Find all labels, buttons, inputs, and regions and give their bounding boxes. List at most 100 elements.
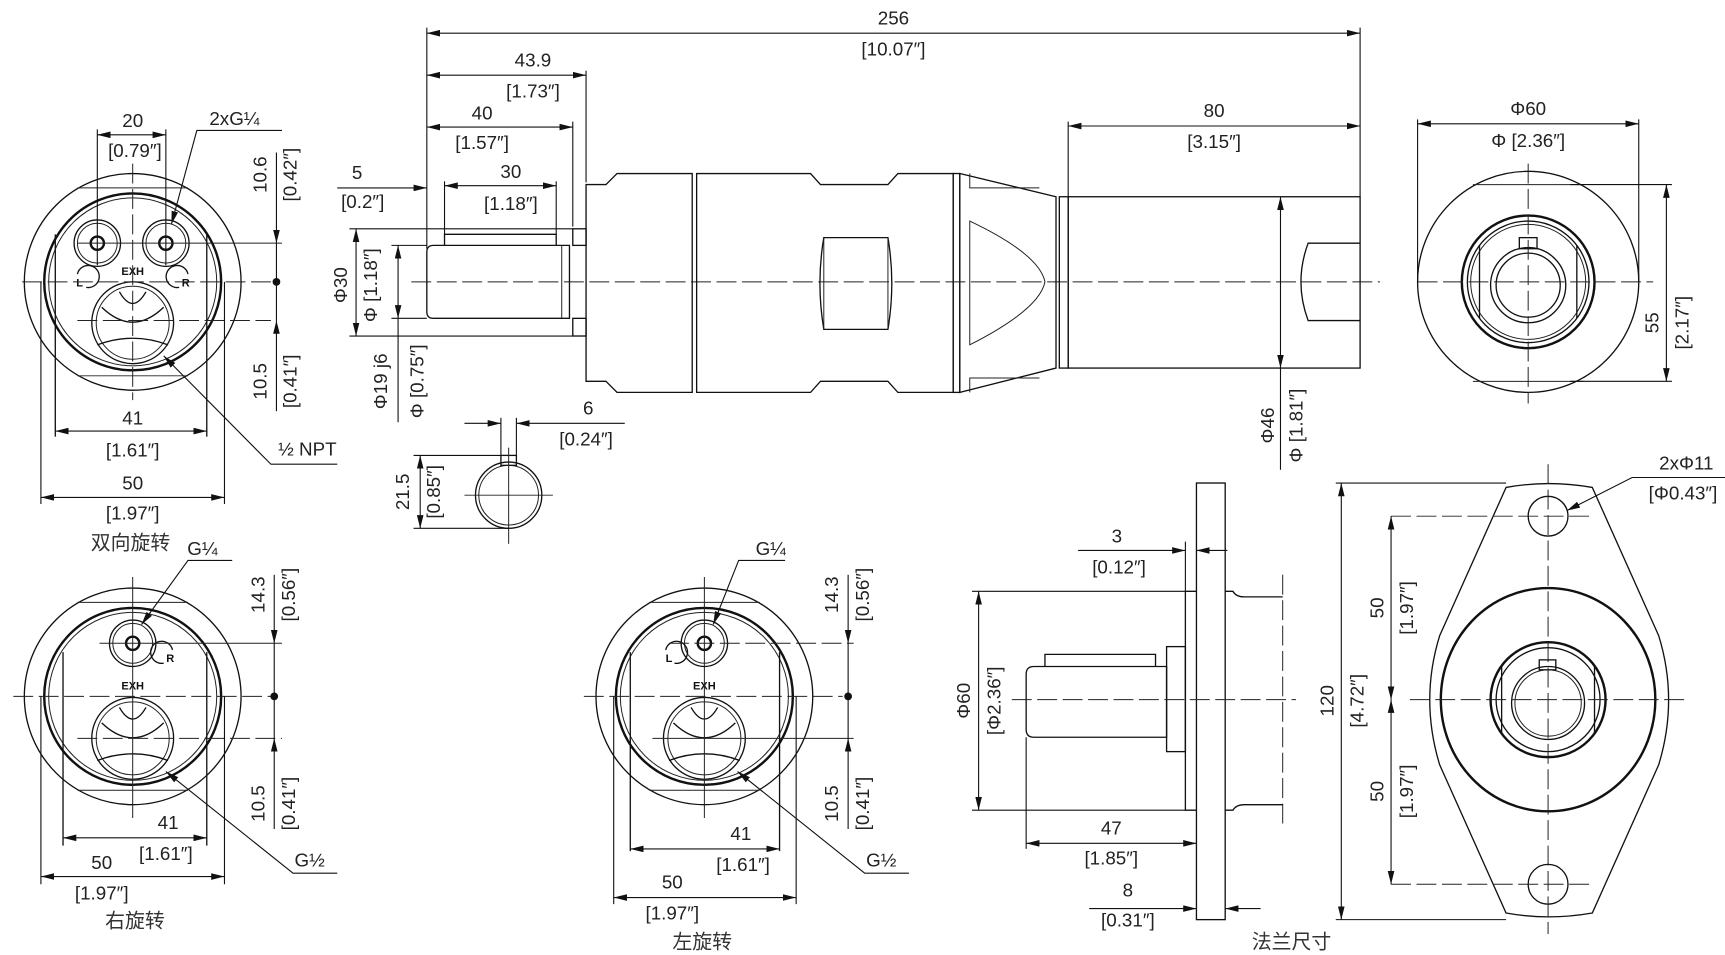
dim-dia-19-in: Φ [0.75″] xyxy=(407,344,428,418)
dim-dia-46-in: Φ [1.81″] xyxy=(1286,389,1307,463)
dim-flat-width-in: [1.61″] xyxy=(106,440,160,461)
dim-thickness: 8 xyxy=(1123,879,1133,900)
dim-43-9: 43.9 xyxy=(515,49,552,70)
dim-upper-offset-in: [0.56″] xyxy=(278,568,299,622)
dim-hole-pitch-bottom-in: [1.97″] xyxy=(1396,765,1417,819)
bidirectional-view: EXH L R 20 [0.79″] 2xG¼ 10.6 [0.42″] 10.… xyxy=(22,108,338,554)
dim-flat-55-in: [2.17″] xyxy=(1672,296,1693,350)
dim-flat-width-in: [1.61″] xyxy=(716,854,770,875)
rotate-left-label: L xyxy=(666,653,673,665)
port-thread-label: G¼ xyxy=(187,538,218,559)
dim-flat-width: 41 xyxy=(730,823,751,844)
shaft-key xyxy=(443,233,557,246)
caption-left-rotation: 左旋转 xyxy=(672,930,732,953)
port-thread-label: 2xG¼ xyxy=(209,108,259,129)
dim-key-length-in: [1.18″] xyxy=(484,193,538,214)
dim-dia-30-in: Φ [1.18″] xyxy=(360,248,381,322)
dim-key-width-in: [0.24″] xyxy=(559,428,613,449)
rotate-right-label: R xyxy=(166,653,174,665)
body-window xyxy=(819,236,893,331)
dim-width-in: [1.97″] xyxy=(75,883,129,904)
dim-upper-offset-in: [0.56″] xyxy=(852,568,873,622)
exhaust-thread-label: G½ xyxy=(866,850,897,871)
dim-hole-pitch-bottom: 50 xyxy=(1366,781,1387,802)
right-rotation-view: EXH R G¼ 14.3 [0.56″] 10.5 [0.41″] 41 [1… xyxy=(13,538,338,932)
dim-overall-length: 256 xyxy=(878,7,909,28)
left-rotation-view: EXH L G¼ 14.3 [0.56″] 10.5 [0.41″] 41 [1… xyxy=(583,538,909,953)
dim-width: 50 xyxy=(122,473,143,494)
rotate-left-icon xyxy=(665,640,689,665)
dim-upper-offset: 14.3 xyxy=(247,576,268,613)
body-front xyxy=(585,172,693,394)
rotate-right-icon xyxy=(165,264,189,289)
end-view: Φ60 Φ [2.36″] 55 [2.17″] xyxy=(1416,98,1693,404)
dim-lower-offset-in: [0.41″] xyxy=(278,777,299,831)
dim-lower-offset: 10.5 xyxy=(249,363,270,400)
shaft-flat xyxy=(1300,242,1361,322)
dim-5-in: [0.2″] xyxy=(341,191,384,212)
dim-flange-dia-60-in: [Φ2.36″] xyxy=(984,666,1005,735)
dim-key-width: 6 xyxy=(583,397,593,418)
dim-flat-width: 41 xyxy=(158,812,179,833)
dim-flat-width: 41 xyxy=(122,407,143,428)
dim-end-dia-60: Φ60 xyxy=(1510,98,1546,119)
dim-lower-offset-in: [0.41″] xyxy=(852,777,873,831)
dim-dia-19: Φ19 j6 xyxy=(370,353,391,409)
flange-side-view: 3 [0.12″] Φ60 [Φ2.36″] 47 [1.85″] 8 [0.3… xyxy=(953,482,1332,953)
dim-flange-height: 120 xyxy=(1317,685,1338,716)
dim-lower-offset: 10.5 xyxy=(247,785,268,822)
flange-plate xyxy=(1195,482,1226,921)
body-cone xyxy=(959,172,1057,394)
flange-front-view: 120 [4.72″] 50 [1.97″] 50 [1.97″] 2xΦ11 … xyxy=(1317,453,1725,934)
dim-port-spacing-in: [0.79″] xyxy=(108,140,162,161)
rotate-right-icon xyxy=(149,640,174,665)
collar-bottom xyxy=(572,317,587,337)
dim-length-47: 47 xyxy=(1101,818,1122,839)
dim-flat-55: 55 xyxy=(1642,312,1663,333)
rotate-right-label: R xyxy=(182,277,190,289)
dim-end-dia-60-in: Φ [2.36″] xyxy=(1491,130,1565,151)
dim-key-length: 30 xyxy=(500,161,521,182)
dim-key-height-in: [0.85″] xyxy=(423,465,444,519)
collar-top xyxy=(572,228,587,247)
port-thread-label: G¼ xyxy=(756,538,787,559)
dim-holes-in: [Φ0.43″] xyxy=(1649,483,1718,504)
dim-hole-pitch-top-in: [1.97″] xyxy=(1396,581,1417,635)
dim-dia-46: Φ46 xyxy=(1257,408,1278,444)
dim-5: 5 xyxy=(352,162,362,183)
dim-holes: 2xΦ11 xyxy=(1659,453,1713,474)
caption-flange: 法兰尺寸 xyxy=(1252,930,1332,953)
flange-shaft xyxy=(1025,665,1168,738)
rotate-left-icon xyxy=(76,264,100,289)
shaft xyxy=(426,244,571,319)
dim-spigot: 3 xyxy=(1112,526,1122,547)
body-middle xyxy=(695,172,954,394)
dim-dia-30: Φ30 xyxy=(330,267,351,303)
side-view: 256 [10.07″] 43.9 [1.73″] 40 [1.57″] 5 [… xyxy=(330,7,1380,470)
dim-flat-width-in: [1.61″] xyxy=(139,843,193,864)
dim-flange-dia-60: Φ60 xyxy=(953,683,974,719)
exhaust-thread-label: G½ xyxy=(294,850,325,871)
dim-hole-pitch-top: 50 xyxy=(1366,597,1387,618)
dim-width-in: [1.97″] xyxy=(106,503,160,524)
dim-port-spacing: 20 xyxy=(122,110,143,131)
flange-outline xyxy=(1429,482,1670,918)
dim-upper-offset-in: [0.42″] xyxy=(279,148,300,202)
dim-flange-height-in: [4.72″] xyxy=(1346,674,1367,728)
dim-43-9-in: [1.73″] xyxy=(506,80,560,101)
caption-bidirectional: 双向旋转 xyxy=(91,531,171,554)
dim-40: 40 xyxy=(472,102,493,123)
dim-80: 80 xyxy=(1204,100,1225,121)
dim-width-in: [1.97″] xyxy=(645,903,699,924)
rotate-left-label: L xyxy=(76,277,83,289)
dim-width: 50 xyxy=(662,872,683,893)
body-cylinder xyxy=(1067,196,1361,369)
dim-40-in: [1.57″] xyxy=(455,132,509,153)
dim-length-47-in: [1.85″] xyxy=(1084,847,1138,868)
dim-lower-offset-in: [0.41″] xyxy=(279,355,300,409)
dim-width: 50 xyxy=(91,852,112,873)
exhaust-thread-label: ½ NPT xyxy=(278,438,337,459)
caption-right-rotation: 右旋转 xyxy=(105,909,165,932)
dim-upper-offset: 10.6 xyxy=(249,156,270,193)
